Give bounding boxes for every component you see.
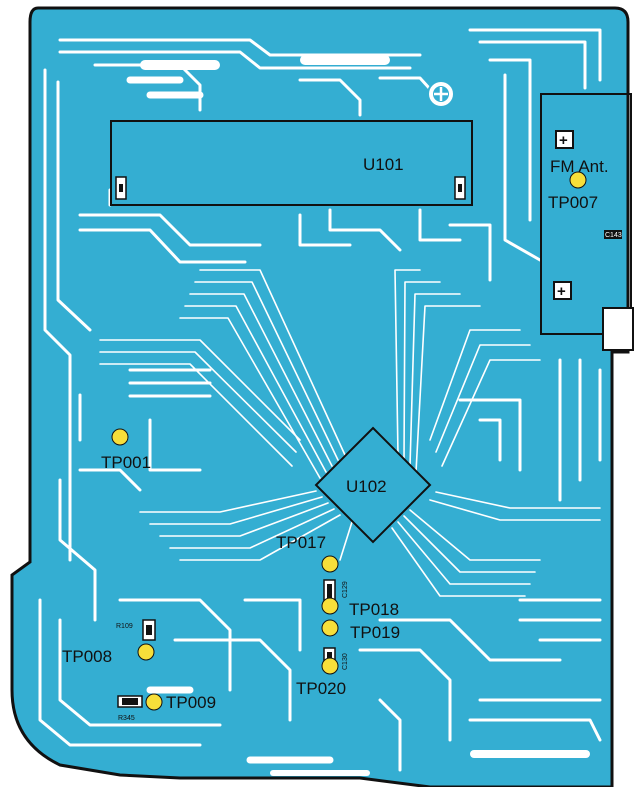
tp018-marker (321, 597, 339, 615)
fm-antenna-notch (602, 307, 634, 351)
c143-label: C143 (605, 232, 622, 239)
r345-label: R345 (118, 715, 135, 722)
tp008-label: TP008 (62, 647, 112, 666)
u101-label: U101 (363, 155, 404, 174)
tp019-marker (321, 619, 339, 637)
c129-label: C129 (342, 581, 349, 598)
tp018-label: TP018 (349, 600, 399, 619)
test-points: TP001 TP007 TP008 TP009 TP017 TP018 TP01… (62, 171, 598, 712)
tp007-marker (569, 171, 587, 189)
tp008-marker (137, 643, 155, 661)
fm-terminal-top (555, 130, 574, 149)
tp017-label: TP017 (276, 533, 326, 552)
tp007-label: TP007 (548, 193, 598, 212)
u102-label: U102 (346, 477, 387, 496)
mounting-hole (427, 80, 455, 108)
tp017-marker (321, 555, 339, 573)
fm-antenna-outline (540, 93, 632, 335)
u102-component: U102 (314, 426, 432, 544)
c130-label: C130 (342, 653, 349, 670)
tp001-marker (111, 428, 129, 446)
fm-terminal-top-plus: + (559, 132, 568, 149)
trace-network (38, 28, 602, 772)
u101-component: U101 (110, 120, 473, 206)
u102-body (314, 426, 432, 544)
tp020-marker (321, 657, 339, 675)
fm-terminal-bottom (553, 281, 572, 300)
board-cutouts (140, 55, 590, 776)
r109-label: R109 (116, 623, 133, 630)
tp019-label: TP019 (350, 623, 400, 642)
tp009-label: TP009 (166, 693, 216, 712)
fm-ant-label: FM Ant. (550, 157, 609, 176)
tp009-marker (145, 693, 163, 711)
tp020-label: TP020 (296, 679, 346, 698)
fm-terminal-bottom-plus: + (557, 283, 566, 300)
tp001-label: TP001 (101, 453, 151, 472)
u101-outline (110, 120, 473, 206)
fm-antenna-block: + + FM Ant. C143 (540, 93, 634, 351)
board-outline (10, 6, 630, 787)
